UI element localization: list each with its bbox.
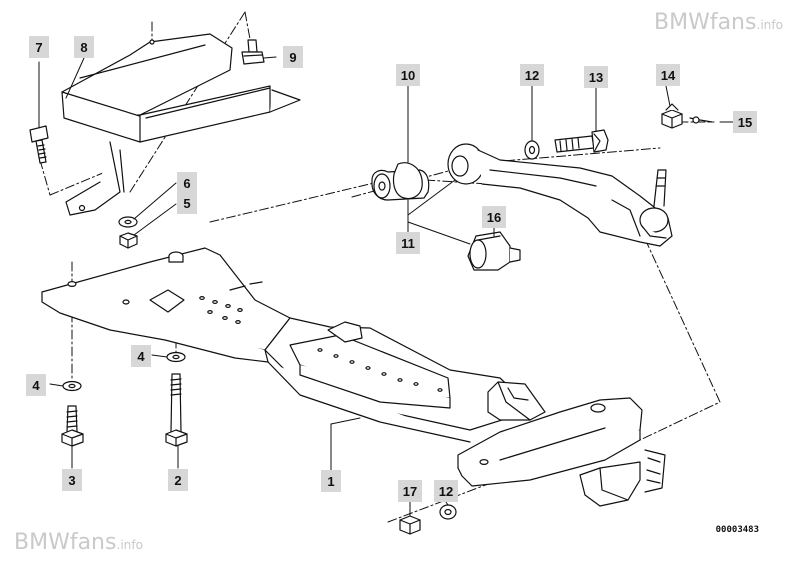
callout-13: 13 [589, 70, 603, 85]
nut-and-washer-parts-5-6 [118, 216, 138, 249]
control-arm [447, 143, 673, 247]
callout-2: 2 [174, 473, 181, 488]
callout-12-top: 12 [525, 68, 539, 83]
callout-11: 11 [401, 236, 415, 251]
callout-7: 7 [35, 40, 42, 55]
hex-bolt-part-13 [554, 129, 609, 153]
watermark-top: BMWfans.info [654, 10, 783, 35]
callout-3: 3 [68, 473, 75, 488]
callout-4-right: 4 [137, 349, 145, 364]
rubber-bushing-part-16 [467, 231, 521, 271]
bolt-part-9 [241, 39, 265, 65]
leader-lines [38, 56, 734, 517]
callout-12-bottom: 12 [439, 484, 453, 499]
callout-14: 14 [661, 68, 676, 83]
watermark-brand: BMWfans [654, 10, 757, 35]
callout-15: 15 [738, 115, 752, 130]
callout-8: 8 [80, 40, 87, 55]
washer-part-12-bottom [439, 504, 457, 520]
short-bolt-parts-3-4 [61, 380, 84, 447]
drawing-code: 00003483 [715, 525, 759, 535]
callout-5: 5 [183, 196, 190, 211]
watermark-bottom: BMWfans.info [14, 530, 143, 555]
long-bolt-parts-2-4 [165, 351, 188, 447]
callout-6: 6 [183, 176, 190, 191]
callout-4-left: 4 [32, 378, 40, 393]
axle-carrier-part-1 [41, 247, 666, 507]
rubber-mount-part-10 [371, 162, 430, 201]
callout-10: 10 [401, 68, 415, 83]
callout-1: 1 [327, 474, 334, 489]
callout-9: 9 [289, 50, 296, 65]
callout-16: 16 [487, 210, 501, 225]
callout-labels: 7 8 9 6 5 4 4 3 2 1 10 11 12 13 14 15 16… [32, 40, 752, 499]
callout-boxes [26, 36, 757, 502]
watermark-suffix: .info [116, 538, 143, 552]
bolt-part-7 [29, 125, 49, 164]
watermark-suffix: .info [756, 18, 783, 32]
hex-nut-part-17 [399, 515, 421, 535]
self-locking-nut-part-14 [661, 103, 683, 129]
washer-part-12-top [524, 140, 540, 160]
cotter-pin-part-15 [689, 116, 713, 124]
bracket-part-8 [61, 33, 301, 216]
watermark-brand: BMWfans [14, 530, 117, 555]
callout-17: 17 [403, 484, 417, 499]
